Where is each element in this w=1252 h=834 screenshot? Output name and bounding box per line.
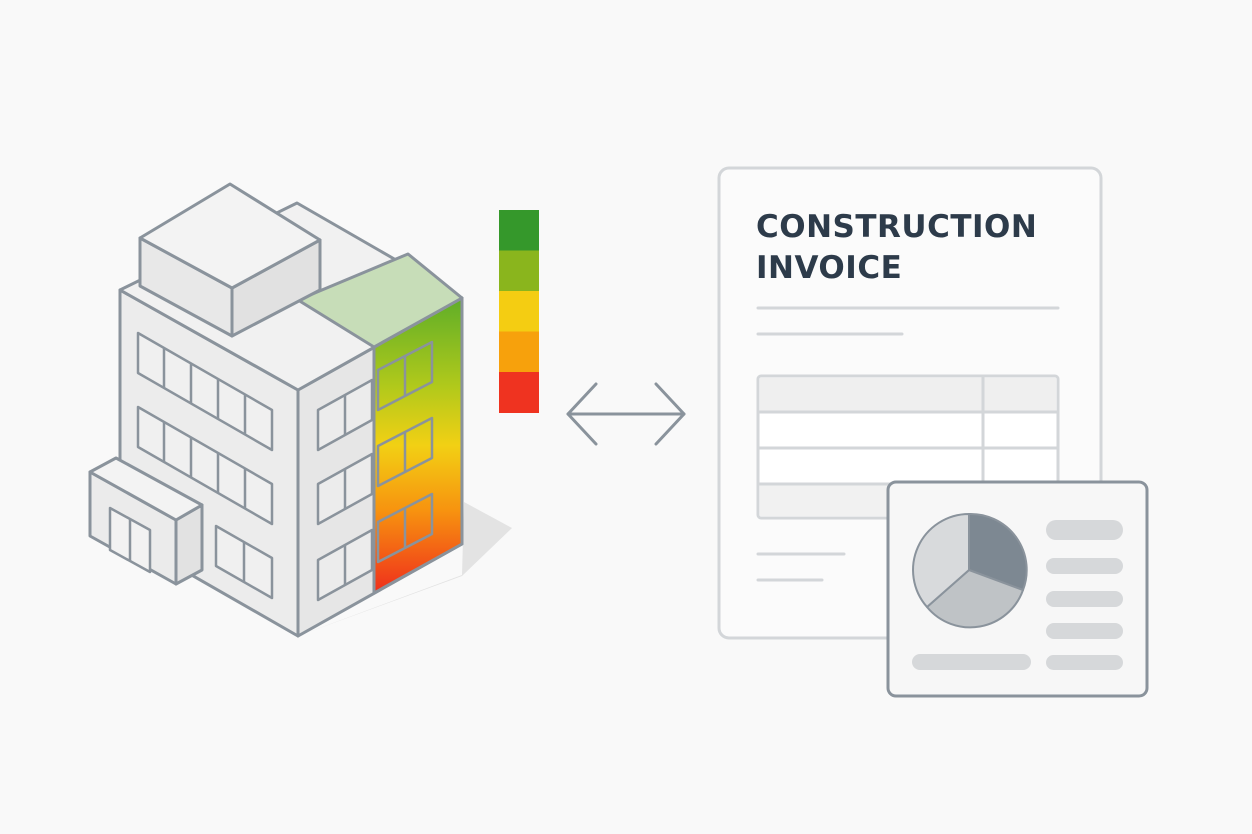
invoice-title-line-2: INVOICE — [756, 250, 902, 286]
energy-level-2 — [499, 250, 539, 292]
energy-level-5 — [499, 372, 539, 413]
invoice-table-header — [760, 378, 1056, 412]
energy-level-3 — [499, 291, 539, 332]
energy-level-1 — [499, 210, 539, 251]
entrance-annex — [88, 456, 204, 586]
energy-level-4 — [499, 331, 539, 373]
pie-chart-icon — [912, 512, 1028, 629]
facade-windows — [376, 340, 434, 564]
rooftop-unit — [138, 182, 322, 338]
invoice-title-line-1: CONSTRUCTION — [756, 209, 1037, 245]
green-roof — [296, 252, 464, 349]
building-shadow — [298, 502, 512, 636]
entrance-door — [108, 506, 152, 574]
energy-rating-scale — [499, 210, 539, 413]
double-arrow-icon — [566, 382, 686, 446]
right-wall-windows — [316, 378, 374, 602]
office-building — [88, 182, 512, 638]
left-wall-windows — [136, 331, 274, 600]
energy-rating-facade — [372, 296, 464, 595]
card-legend-bars — [912, 520, 1123, 670]
analytics-card — [886, 480, 1149, 698]
